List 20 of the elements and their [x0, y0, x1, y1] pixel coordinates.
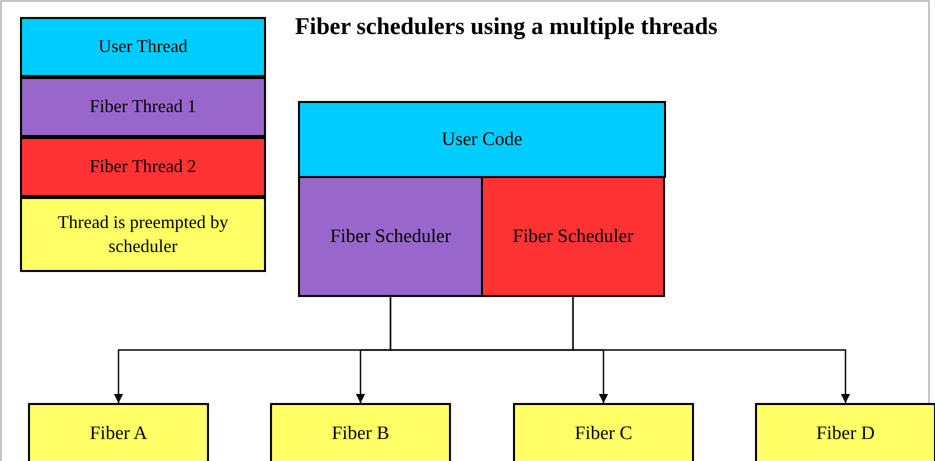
- legend-label: User Thread: [97, 35, 189, 58]
- fiber-box: [28, 403, 209, 461]
- fiber-box: [513, 403, 694, 461]
- legend-label: Fiber Thread 2: [88, 155, 198, 178]
- scheduler-box: [298, 176, 483, 297]
- node-label: Fiber Scheduler: [512, 226, 634, 248]
- fiber-box: [755, 403, 935, 461]
- node-label: Fiber A: [88, 423, 148, 445]
- node-label: Fiber Scheduler: [329, 226, 452, 248]
- node-label: Fiber B: [330, 423, 390, 445]
- fiber-box: [270, 403, 451, 461]
- legend-label: Fiber Thread 1: [88, 95, 198, 118]
- node-label: Fiber D: [815, 423, 876, 445]
- node-label: User Code: [440, 128, 524, 150]
- node-label: Fiber C: [574, 423, 634, 445]
- user-code-box: [298, 101, 666, 178]
- connector-arrow: [572, 297, 850, 403]
- legend-label: Thread is preempted by scheduler: [56, 211, 230, 258]
- diagram-title: Fiber schedulers using a multiple threads: [295, 14, 718, 41]
- scheduler-box: [481, 176, 665, 297]
